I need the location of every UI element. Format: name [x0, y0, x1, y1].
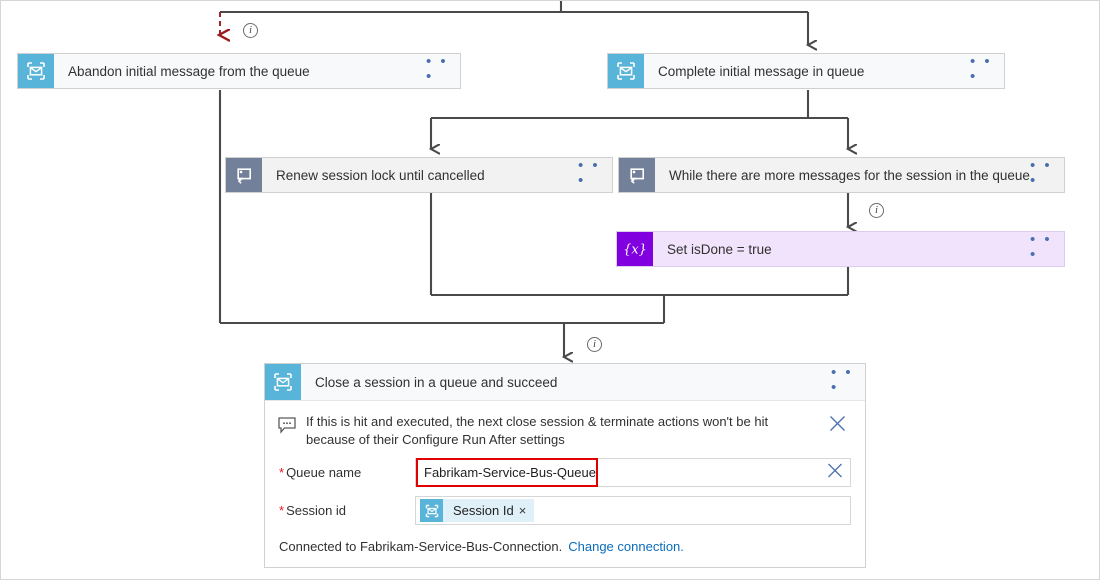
card-title: Set isDone = true: [667, 241, 772, 257]
until-loop-icon: [619, 158, 655, 192]
connection-info: Connected to Fabrikam-Service-Bus-Connec…: [278, 534, 851, 554]
clear-x-icon[interactable]: [827, 462, 843, 483]
service-bus-icon: [420, 499, 443, 522]
panel-header[interactable]: Close a session in a queue and succeed •…: [265, 364, 865, 401]
action-card-set-isdone[interactable]: {x} Set isDone = true • • •: [616, 231, 1065, 267]
field-row-queue-name: *Queue name Fabrikam-Service-Bus-Queue: [278, 458, 851, 487]
panel-body: If this is hit and executed, the next cl…: [265, 401, 865, 567]
info-badge-runafter-setvar[interactable]: i: [869, 203, 884, 218]
card-menu-button[interactable]: • • •: [1030, 156, 1053, 189]
info-badge-runafter-abandon[interactable]: i: [243, 23, 258, 38]
runafter-notice-text: If this is hit and executed, the next cl…: [306, 414, 769, 447]
service-bus-icon: [265, 364, 301, 400]
field-label-text: Session id: [286, 503, 347, 518]
queue-name-input[interactable]: Fabrikam-Service-Bus-Queue: [415, 458, 851, 487]
change-connection-link[interactable]: Change connection.: [568, 539, 684, 554]
card-menu-button[interactable]: • • •: [426, 52, 449, 85]
token-remove-icon[interactable]: ×: [518, 503, 527, 518]
connection-text: Connected to Fabrikam-Service-Bus-Connec…: [279, 539, 563, 554]
info-badge-runafter-close-session[interactable]: i: [587, 337, 602, 352]
action-card-renew-session-lock[interactable]: Renew session lock until cancelled • • •: [225, 157, 613, 193]
comment-icon: [278, 413, 306, 439]
session-id-input[interactable]: Session Id ×: [415, 496, 851, 525]
field-row-session-id: *Session id Session Id ×: [278, 496, 851, 525]
card-title: While there are more messages for the se…: [669, 167, 1030, 183]
field-label-session-id: *Session id: [278, 503, 415, 518]
panel-menu-button[interactable]: • • •: [831, 363, 854, 396]
card-menu-button[interactable]: • • •: [578, 156, 601, 189]
card-title: Complete initial message in queue: [658, 63, 865, 79]
action-panel-close-session[interactable]: Close a session in a queue and succeed •…: [264, 363, 866, 568]
svg-text:{x}: {x}: [623, 243, 647, 258]
action-card-abandon-initial-message[interactable]: Abandon initial message from the queue •…: [17, 53, 461, 89]
required-marker: *: [279, 465, 285, 480]
card-menu-button[interactable]: • • •: [1030, 230, 1053, 263]
action-card-complete-initial-message[interactable]: Complete initial message in queue • • •: [607, 53, 1005, 89]
panel-title: Close a session in a queue and succeed: [315, 374, 558, 390]
service-bus-icon: [18, 54, 54, 88]
runafter-notice: If this is hit and executed, the next cl…: [278, 413, 851, 449]
field-label-text: Queue name: [286, 465, 362, 480]
action-card-while-more-messages[interactable]: While there are more messages for the se…: [618, 157, 1065, 193]
card-title: Abandon initial message from the queue: [68, 63, 310, 79]
service-bus-icon: [608, 54, 644, 88]
required-marker: *: [279, 503, 285, 518]
variable-icon: {x}: [617, 232, 653, 266]
until-loop-icon: [226, 158, 262, 192]
queue-name-value: Fabrikam-Service-Bus-Queue: [424, 465, 596, 480]
token-chip-session-id[interactable]: Session Id ×: [420, 499, 535, 522]
field-label-queue-name: *Queue name: [278, 465, 415, 480]
card-menu-button[interactable]: • • •: [970, 52, 993, 85]
close-icon[interactable]: [829, 413, 851, 437]
token-chip-label: Session Id: [453, 503, 514, 518]
card-title: Renew session lock until cancelled: [276, 167, 485, 183]
